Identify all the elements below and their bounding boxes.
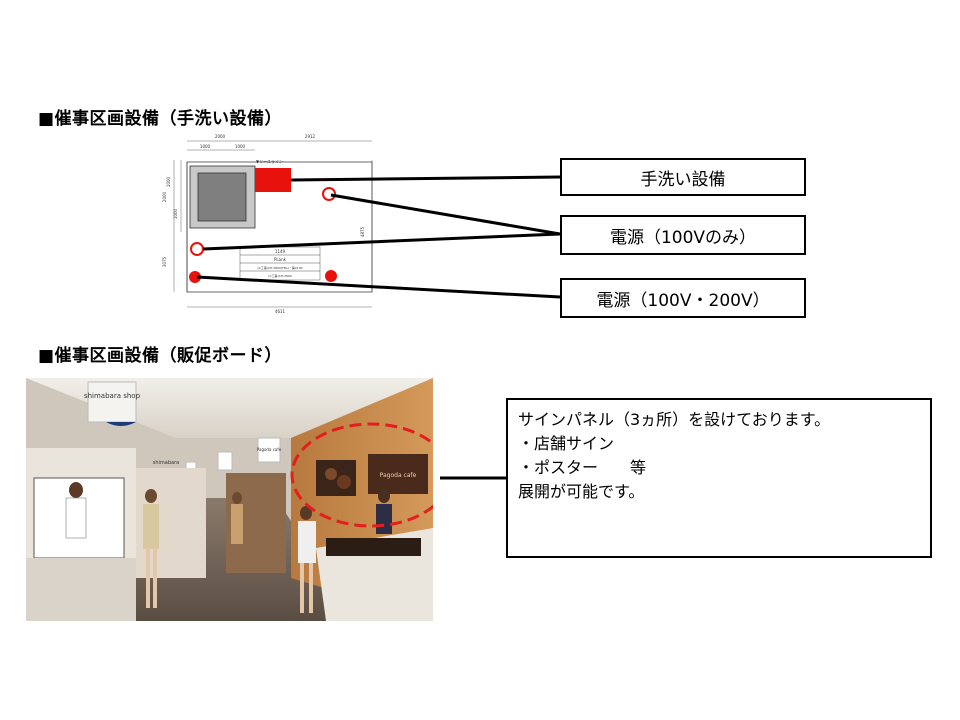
photo-sign-3: Pagoda cafe — [380, 472, 417, 479]
note-line-1: サインパネル（3ヵ所）を設けております。 — [518, 410, 831, 429]
photo-sign-2: shimabara — [153, 460, 179, 466]
dim-right: 4875 — [360, 226, 365, 237]
handwash-unit — [255, 168, 291, 192]
outlet-200v-1 — [189, 271, 201, 283]
floor-plan-diagram: 2000 2912 1000 1000 1000 2000 1000 3075 … — [162, 134, 373, 314]
outlet-100v-1 — [322, 187, 336, 201]
dim-left-1: 1000 — [166, 176, 171, 187]
spec-row-3: (A工事)CH:2800(F8A)・開2100 — [257, 265, 302, 270]
outlet-200v-2 — [325, 270, 337, 282]
label-power-100v: 電源（100Vのみ） — [560, 215, 806, 255]
label-power-100v-200v: 電源（100V・200V） — [560, 278, 806, 318]
label-handwash: 手洗い設備 — [560, 158, 806, 196]
section-title-board: ■催事区画設備（販促ボード） — [38, 346, 283, 366]
column-inner — [197, 172, 247, 222]
spec-row-1: 1149 — [275, 249, 286, 254]
dim-left-2: 2000 — [162, 191, 167, 202]
dim-top-1: 2000 — [215, 134, 226, 139]
dim-left-3: 1000 — [173, 208, 178, 219]
dim-bottom: 4611 — [275, 309, 286, 314]
sign-panel-note: サインパネル（3ヵ所）を設けております。 ・店舗サイン ・ポスター 等 展開が可… — [506, 398, 932, 558]
note-line-4: 展開が可能です。 — [518, 482, 645, 501]
spec-row-2: PLank — [274, 257, 287, 262]
note-line-2: ・店舗サイン — [518, 434, 615, 453]
outlet-100v-2 — [190, 242, 204, 256]
sign-panel-highlight — [290, 422, 433, 528]
dim-top-2: 2912 — [305, 134, 316, 139]
note-line-3: ・ポスター 等 — [518, 458, 647, 477]
dim-top-sub-1: 1000 — [200, 144, 211, 149]
photo-sign-4: Pagoda cafe — [257, 447, 282, 452]
lease-line-label: ▼リースライン — [256, 158, 283, 164]
store-interior-photo: shimabara shop Pagoda cafe Pagoda cafe s… — [26, 378, 433, 621]
dim-left-4: 3075 — [162, 256, 167, 267]
dim-top-sub-2: 1000 — [235, 144, 246, 149]
section-title-handwash: ■催事区画設備（手洗い設備） — [38, 109, 283, 129]
spec-row-4: (C工事)CH:2800 — [268, 273, 292, 278]
photo-sign-1: shimabara shop — [84, 392, 141, 400]
